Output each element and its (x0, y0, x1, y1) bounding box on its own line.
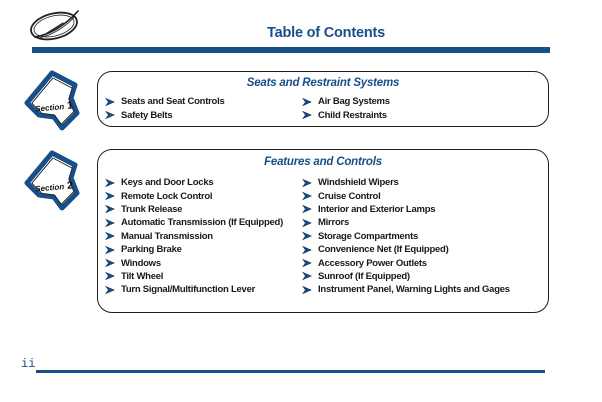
section-1-title: Seats and Restraint Systems (246, 77, 400, 89)
toc-item[interactable]: Air Bag Systems (302, 95, 546, 108)
toc-item-label: Instrument Panel, Warning Lights and Gag… (318, 284, 510, 296)
section-2-left-column: Keys and Door Locks Remote Lock Control … (105, 176, 301, 297)
toc-item-label: Storage Compartments (318, 230, 419, 242)
arrow-bullet-icon (302, 111, 312, 120)
toc-item-label: Accessory Power Outlets (318, 257, 427, 269)
arrow-bullet-icon (302, 218, 312, 227)
toc-item[interactable]: Automatic Transmission (If Equipped) (105, 216, 301, 229)
arrow-bullet-icon (105, 111, 115, 120)
arrow-bullet-icon (105, 259, 115, 268)
section-1-left-column: Seats and Seat Controls Safety Belts (105, 95, 301, 122)
section-2-right-column: Windshield Wipers Cruise Control Interio… (302, 176, 546, 297)
arrow-bullet-icon (302, 192, 312, 201)
arrow-bullet-icon (105, 232, 115, 241)
arrow-bullet-icon (302, 232, 312, 241)
toc-item-label: Cruise Control (318, 190, 381, 202)
toc-item-label: Keys and Door Locks (121, 177, 214, 189)
toc-item-label: Air Bag Systems (318, 96, 390, 108)
arrow-bullet-icon (105, 272, 115, 281)
toc-item[interactable]: Windshield Wipers (302, 176, 546, 189)
arrow-bullet-icon (302, 272, 312, 281)
arrow-bullet-icon (302, 245, 312, 254)
toc-item[interactable]: Accessory Power Outlets (302, 256, 546, 269)
arrow-bullet-icon (302, 178, 312, 187)
toc-item[interactable]: Windows (105, 256, 301, 269)
toc-item-label: Seats and Seat Controls (121, 96, 225, 108)
arrow-bullet-icon (105, 285, 115, 294)
footer-rule (36, 370, 545, 373)
toc-item-label: Sunroof (If Equipped) (318, 270, 410, 282)
page-number: ii (21, 357, 36, 371)
toc-item[interactable]: Mirrors (302, 216, 546, 229)
toc-item[interactable]: Child Restraints (302, 108, 546, 121)
toc-item-label: Safety Belts (121, 109, 173, 121)
toc-item-label: Windows (121, 257, 161, 269)
toc-item[interactable]: Keys and Door Locks (105, 176, 301, 189)
toc-item[interactable]: Safety Belts (105, 108, 301, 121)
toc-item[interactable]: Trunk Release (105, 203, 301, 216)
toc-item[interactable]: Tilt Wheel (105, 270, 301, 283)
page-title: Table of Contents (267, 25, 385, 41)
arrow-bullet-icon (302, 285, 312, 294)
toc-item-label: Convenience Net (If Equipped) (318, 244, 449, 256)
toc-item-label: Manual Transmission (121, 230, 213, 242)
toc-item[interactable]: Cruise Control (302, 189, 546, 202)
toc-item-label: Trunk Release (121, 203, 183, 215)
arrow-bullet-icon (302, 259, 312, 268)
section-2-title: Features and Controls (264, 156, 382, 168)
arrow-bullet-icon (105, 97, 115, 106)
toc-item-label: Tilt Wheel (121, 270, 164, 282)
toc-item[interactable]: Parking Brake (105, 243, 301, 256)
arrow-bullet-icon (302, 97, 312, 106)
section-arrow-shape-icon (24, 70, 80, 131)
toc-item[interactable]: Storage Compartments (302, 230, 546, 243)
section-2-box: Features and Controls Keys and Door Lock… (97, 149, 549, 313)
toc-item[interactable]: Seats and Seat Controls (105, 95, 301, 108)
header-rule (32, 47, 550, 53)
section-1-right-column: Air Bag Systems Child Restraints (302, 95, 546, 122)
toc-item-label: Parking Brake (121, 244, 182, 256)
arrow-bullet-icon (105, 245, 115, 254)
toc-item[interactable]: Turn Signal/Multifunction Lever (105, 283, 301, 296)
toc-item-label: Child Restraints (318, 109, 387, 121)
toc-item-label: Automatic Transmission (If Equipped) (121, 217, 284, 229)
toc-item-label: Windshield Wipers (318, 177, 399, 189)
toc-item-label: Remote Lock Control (121, 190, 213, 202)
oldsmobile-rocket-logo-icon (30, 10, 79, 41)
toc-item-label: Mirrors (318, 217, 349, 229)
toc-item[interactable]: Manual Transmission (105, 230, 301, 243)
toc-item[interactable]: Remote Lock Control (105, 189, 301, 202)
arrow-bullet-icon (105, 218, 115, 227)
toc-item[interactable]: Convenience Net (If Equipped) (302, 243, 546, 256)
arrow-bullet-icon (302, 205, 312, 214)
arrow-bullet-icon (105, 205, 115, 214)
toc-item[interactable]: Sunroof (If Equipped) (302, 270, 546, 283)
toc-item[interactable]: Interior and Exterior Lamps (302, 203, 546, 216)
arrow-bullet-icon (105, 178, 115, 187)
section-1-box: Seats and Restraint Systems Seats and Se… (97, 71, 549, 127)
section-arrow-shape-icon (24, 150, 80, 211)
toc-item[interactable]: Instrument Panel, Warning Lights and Gag… (302, 283, 546, 296)
arrow-bullet-icon (105, 192, 115, 201)
toc-item-label: Turn Signal/Multifunction Lever (121, 284, 256, 296)
toc-item-label: Interior and Exterior Lamps (318, 203, 436, 215)
